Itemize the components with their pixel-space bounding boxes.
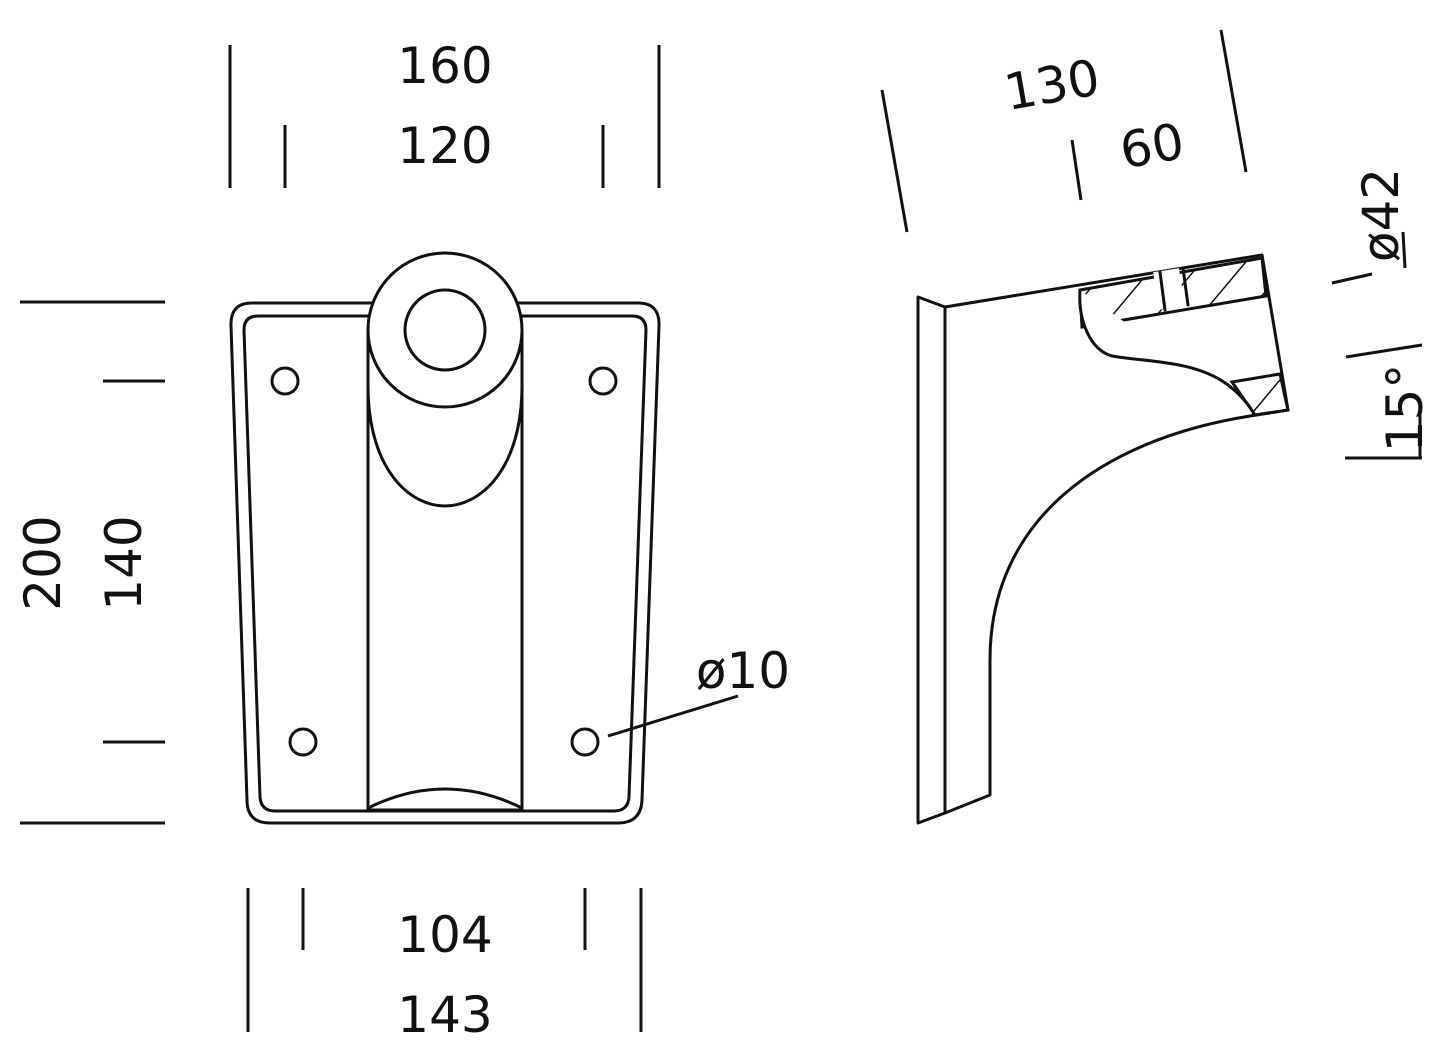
dim-tube-diameter: ø42 [1352, 168, 1410, 262]
plate-inner-outline [242, 314, 648, 813]
mounting-hole [288, 727, 318, 757]
dim-height-200: 200 [14, 515, 72, 610]
bracket-profile [943, 253, 1290, 815]
dimension-lines [880, 29, 1423, 460]
tube-end-outer [366, 251, 524, 409]
dim-height-140: 140 [95, 515, 153, 610]
mounting-hole [588, 366, 618, 396]
bore-inner-curve [1078, 289, 1257, 417]
plate-outline [229, 301, 661, 825]
dim-hole-diameter: ø10 [696, 642, 790, 700]
side-view: 130 60 ø42 15° [880, 29, 1434, 825]
dimension-lines [20, 45, 661, 1032]
mounting-plate-edge [916, 295, 947, 825]
mounting-hole [270, 366, 300, 396]
front-view: 160 120 104 143 200 140 ø10 [14, 37, 790, 1044]
tube-top-curve [366, 383, 524, 508]
tube-bore [403, 288, 487, 372]
dim-width-104: 104 [397, 906, 492, 964]
tube-bottom-arc [366, 787, 524, 810]
mounting-hole [570, 727, 600, 757]
dim-width-160: 160 [397, 37, 492, 95]
dim-width-120: 120 [397, 117, 492, 175]
dim-offset-60: 60 [1116, 112, 1189, 180]
dim-width-143: 143 [397, 986, 492, 1044]
hole-leader-line [607, 694, 739, 738]
dim-depth-130: 130 [1000, 48, 1104, 122]
tube-body [366, 328, 524, 812]
dim-angle-15: 15° [1376, 364, 1434, 453]
